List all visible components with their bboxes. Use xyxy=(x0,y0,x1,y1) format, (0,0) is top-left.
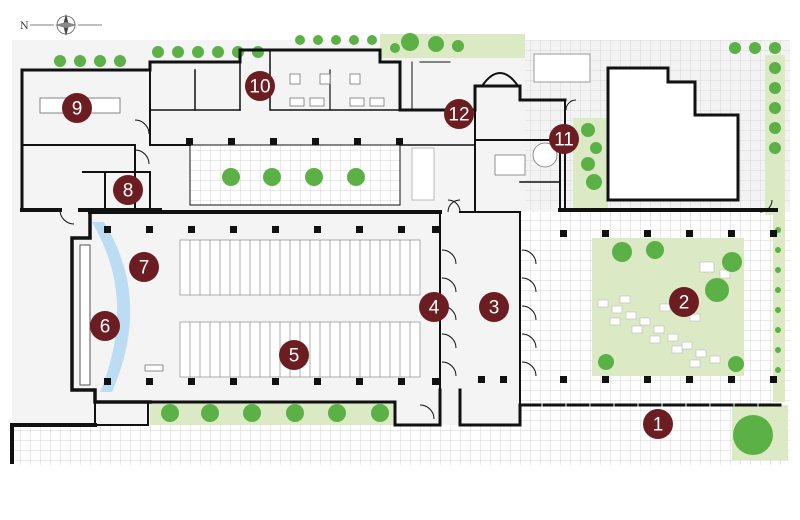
location-marker-2[interactable]: 2 xyxy=(669,287,699,317)
location-marker-3[interactable]: 3 xyxy=(479,292,509,322)
compass-north-label: N xyxy=(20,21,29,32)
location-marker-8[interactable]: 8 xyxy=(113,175,143,205)
marker-number: 10 xyxy=(249,77,270,98)
marker-number: 1 xyxy=(653,415,664,436)
marker-circle xyxy=(549,124,579,154)
marker-circle xyxy=(113,175,143,205)
altar-wall xyxy=(79,244,91,386)
office-furniture xyxy=(494,142,558,176)
cloister-paving xyxy=(190,145,400,205)
neighbor-building xyxy=(606,66,740,202)
marker-number: 11 xyxy=(554,130,574,151)
columns xyxy=(104,138,777,385)
trees xyxy=(54,33,781,455)
marker-circle xyxy=(129,252,159,282)
northeast-structure xyxy=(533,53,591,83)
marker-number: 8 xyxy=(123,181,134,202)
location-marker-4[interactable]: 4 xyxy=(419,292,449,322)
marker-circle xyxy=(669,287,699,317)
marker-number: 6 xyxy=(100,317,111,338)
marker-number: 5 xyxy=(289,346,300,367)
altar-table xyxy=(144,364,164,372)
marker-number: 2 xyxy=(679,293,690,314)
door-swings xyxy=(59,99,773,420)
building-walls xyxy=(10,48,782,464)
pews xyxy=(179,239,421,378)
location-marker-6[interactable]: 6 xyxy=(90,311,120,341)
water-feature xyxy=(92,222,131,392)
marker-number: 4 xyxy=(429,298,440,319)
location-marker-9[interactable]: 9 xyxy=(62,93,92,123)
restroom-fixtures xyxy=(289,73,385,107)
marker-circle xyxy=(419,292,449,322)
marker-circle xyxy=(444,99,474,129)
location-marker-11[interactable]: 11 xyxy=(549,124,579,154)
location-marker-12[interactable]: 12 xyxy=(444,99,474,129)
marker-circle xyxy=(62,93,92,123)
marker-number: 3 xyxy=(489,298,500,319)
marker-circle xyxy=(643,409,673,439)
marker-circle xyxy=(90,311,120,341)
location-marker-1[interactable]: 1 xyxy=(643,409,673,439)
location-marker-10[interactable]: 10 xyxy=(245,71,275,101)
south-planter xyxy=(150,403,395,425)
corridor-bench xyxy=(411,147,435,201)
marker-circle xyxy=(479,292,509,322)
northeast-strip-lawn xyxy=(765,55,785,215)
east-strip-lawn xyxy=(773,212,785,402)
location-marker-7[interactable]: 7 xyxy=(129,252,159,282)
marker-number: 7 xyxy=(139,258,150,279)
marker-circle xyxy=(279,340,309,370)
marker-number: 12 xyxy=(448,105,469,126)
compass-rose-icon xyxy=(30,14,102,36)
marker-number: 9 xyxy=(72,99,83,120)
location-marker-5[interactable]: 5 xyxy=(279,340,309,370)
marker-circle xyxy=(245,71,275,101)
